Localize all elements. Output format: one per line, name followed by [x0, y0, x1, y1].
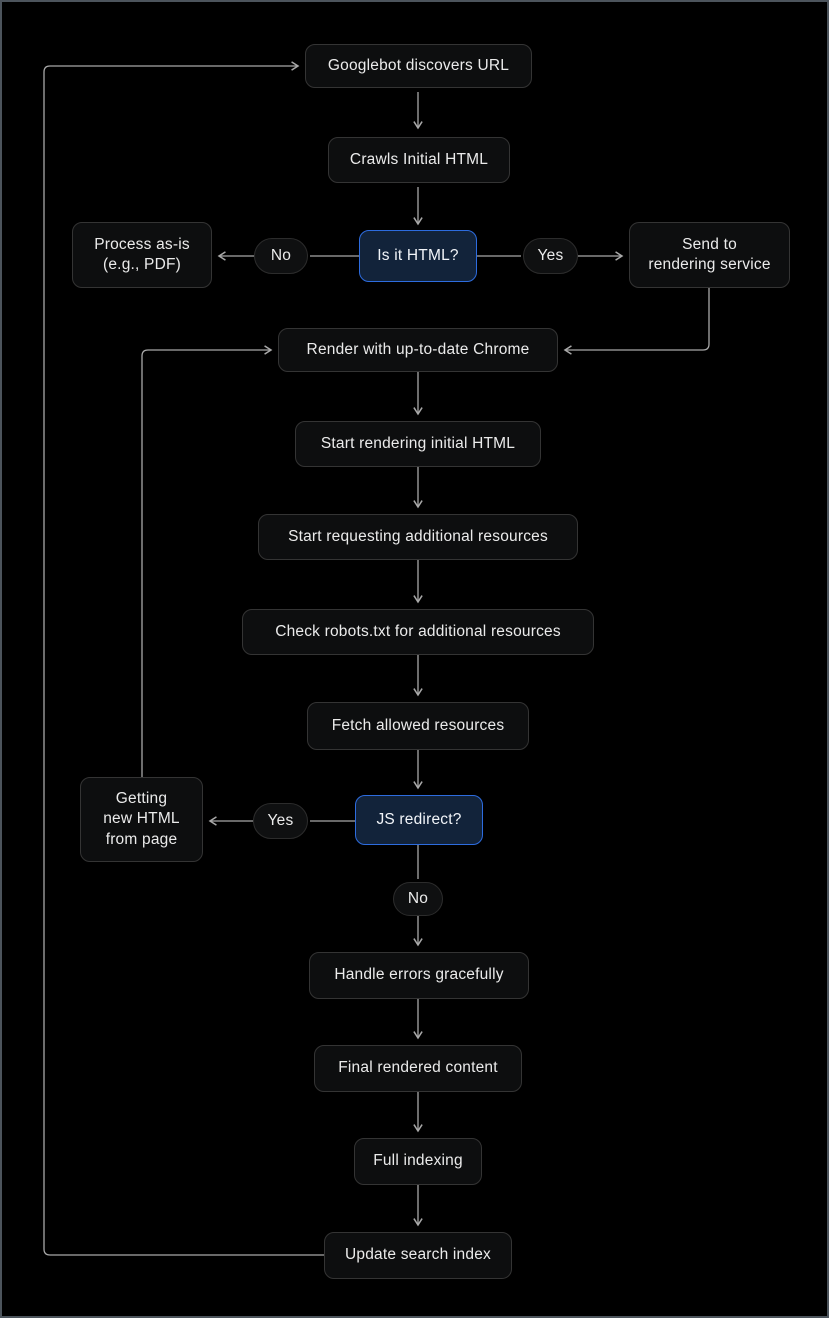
node-final-rendered-content: Final rendered content	[314, 1045, 522, 1092]
node-fetch-allowed-resources: Fetch allowed resources	[307, 702, 529, 750]
node-check-robots-txt: Check robots.txt for additional resource…	[242, 609, 594, 655]
decision-is-it-html: Is it HTML?	[359, 230, 477, 282]
node-getting-new-html: Getting new HTML from page	[80, 777, 203, 862]
node-send-to-rendering-service: Send to rendering service	[629, 222, 790, 288]
edge-label-yes-2: Yes	[253, 803, 308, 839]
node-start-rendering-initial-html: Start rendering initial HTML	[295, 421, 541, 467]
node-crawls-initial-html: Crawls Initial HTML	[328, 137, 510, 183]
node-handle-errors: Handle errors gracefully	[309, 952, 529, 999]
node-full-indexing: Full indexing	[354, 1138, 482, 1185]
edge-label-yes: Yes	[523, 238, 578, 274]
node-update-search-index: Update search index	[324, 1232, 512, 1279]
node-render-with-chrome: Render with up-to-date Chrome	[278, 328, 558, 372]
node-start-requesting-resources: Start requesting additional resources	[258, 514, 578, 560]
edge-label-no-2: No	[393, 882, 443, 916]
decision-js-redirect: JS redirect?	[355, 795, 483, 845]
node-googlebot-discovers-url: Googlebot discovers URL	[305, 44, 532, 88]
node-process-as-is: Process as-is (e.g., PDF)	[72, 222, 212, 288]
edge-label-no: No	[254, 238, 308, 274]
